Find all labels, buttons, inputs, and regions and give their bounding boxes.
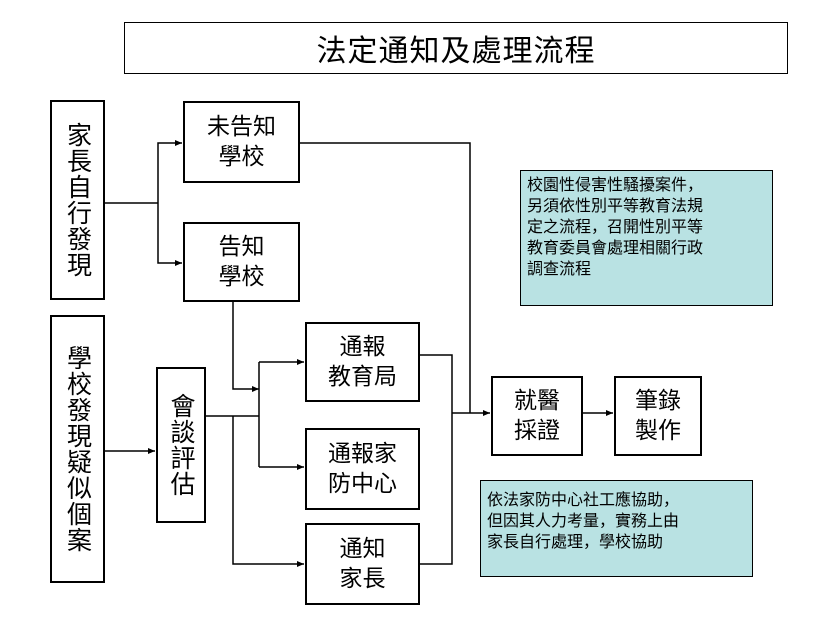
node-label-line: 筆錄 [635, 388, 681, 414]
note-line: 但因其人力考量，實務上由 [487, 511, 680, 530]
node-label-line: 告知 [218, 234, 265, 260]
node-not-notify-school: 未告知學校 [183, 101, 300, 183]
node-report-edu: 通報教育局 [305, 322, 420, 402]
node-label-line: 家長 [339, 566, 386, 592]
note-line: 依法家防中心社工應協助， [487, 490, 680, 509]
node-parent-found: 家長自行發現 [50, 100, 105, 300]
node-label-line: 防中心 [328, 471, 397, 497]
arrow-to-notify-parent [232, 416, 304, 567]
node-label-line: 未告知 [207, 114, 276, 140]
node-label-line: 製作 [635, 418, 681, 444]
node-record: 筆錄製作 [614, 376, 702, 456]
note-line: 家長自行處理，學校協助 [487, 532, 664, 551]
note-line: 另須依性別平等教育法規 [527, 196, 704, 215]
node-school-found: 學校發現疑似個案 [50, 315, 105, 583]
node-interview: 會談評估 [156, 367, 206, 523]
note-line: 調查流程 [527, 259, 592, 278]
node-label-line: 採證 [514, 418, 560, 444]
node-report-family-center: 通報家防中心 [305, 428, 420, 510]
arrow-to-notify-school [157, 203, 182, 266]
note-line: 校園性侵害性騷擾案件， [527, 175, 704, 194]
line-report-edu-to-join [420, 354, 453, 413]
page-title: 法定通知及處理流程 [124, 22, 788, 74]
line-not-notify-to-medical [300, 142, 471, 413]
line-notify-parent-to-join [420, 413, 453, 565]
note-campus-case: 校園性侵害性騷擾案件， 另須依性別平等教育法規 定之流程，召開性別平等 教育委員… [520, 170, 773, 306]
note-family-center: 依法家防中心社工應協助， 但因其人力考量，實務上由 家長自行處理，學校協助 [480, 480, 753, 577]
node-label-line: 學校 [218, 144, 265, 170]
note-line: 教育委員會處理相關行政 [527, 238, 704, 257]
node-notify-parent: 通知家長 [305, 523, 420, 605]
arrow-notify-school-down [232, 302, 259, 392]
node-label-line: 學校 [218, 264, 265, 290]
node-notify-school: 告知學校 [183, 222, 300, 302]
node-label-line: 通報 [339, 334, 386, 360]
arrow-to-not-notify-school [157, 140, 182, 203]
node-medical-evidence: 就醫採證 [491, 376, 583, 456]
node-label-line: 就醫 [514, 388, 560, 414]
note-line: 定之流程，召開性別平等 [527, 217, 704, 236]
node-label-line: 教育局 [328, 364, 397, 390]
node-label-line: 通報家 [328, 441, 397, 467]
node-label-line: 通知 [339, 536, 386, 562]
